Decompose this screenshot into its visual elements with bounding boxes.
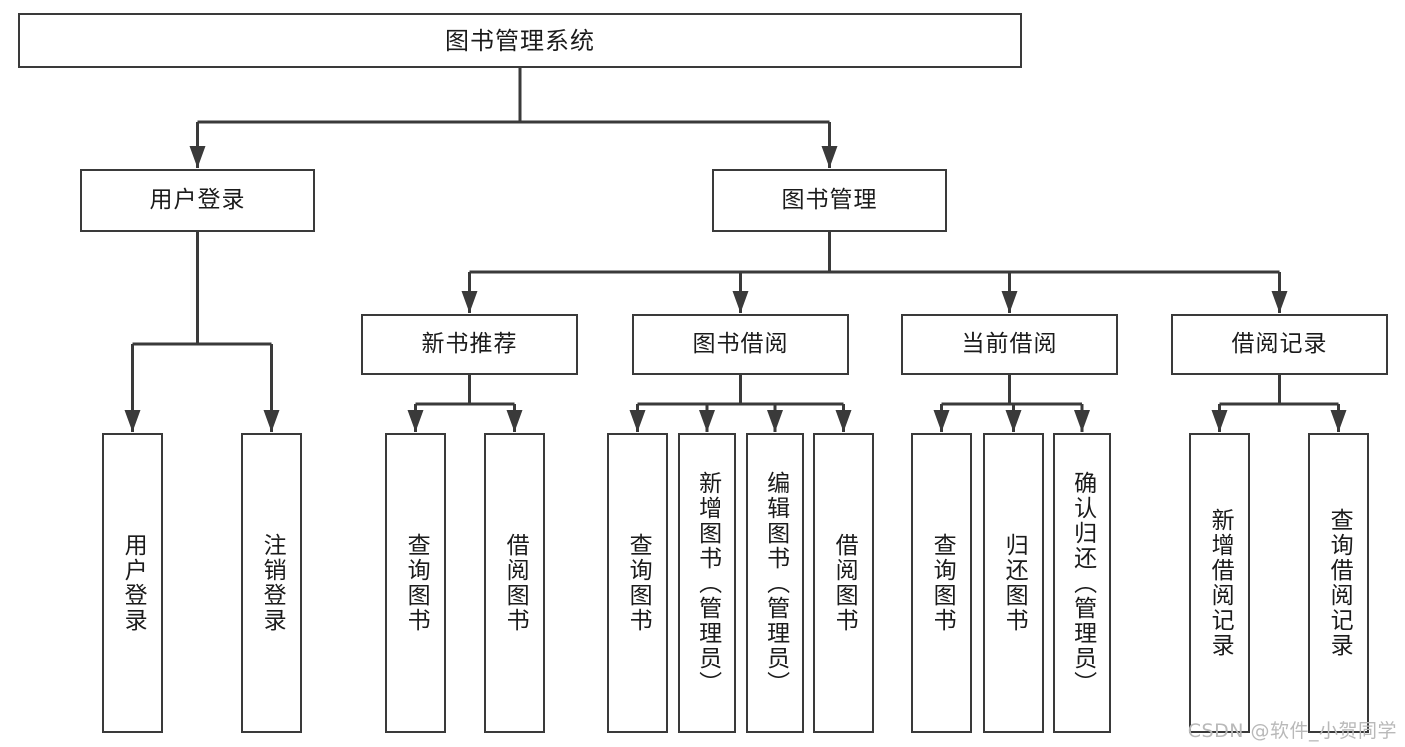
node-leaf-borrow-book-1[interactable]: 借阅图书: [484, 433, 545, 733]
node-leaf-query-book-3[interactable]: 查询图书: [911, 433, 972, 733]
node-label: 当前借阅: [961, 331, 1058, 357]
node-current-borrow[interactable]: 当前借阅: [901, 314, 1118, 375]
node-leaf-user-logout[interactable]: 注销登录: [241, 433, 302, 733]
node-leaf-add-record[interactable]: 新增借阅记录: [1189, 433, 1250, 733]
node-user-login[interactable]: 用户登录: [80, 169, 315, 232]
node-label: 编辑图书（管理员）: [762, 470, 789, 696]
node-label: 图书管理系统: [445, 26, 595, 55]
node-leaf-add-book[interactable]: 新增图书（管理员）: [678, 433, 736, 733]
node-label: 图书管理: [781, 187, 878, 213]
node-label: 借阅记录: [1231, 331, 1328, 357]
node-new-book-recommend[interactable]: 新书推荐: [361, 314, 578, 375]
node-leaf-edit-book[interactable]: 编辑图书（管理员）: [746, 433, 804, 733]
node-label: 新增借阅记录: [1207, 508, 1234, 658]
node-leaf-return-book[interactable]: 归还图书: [983, 433, 1044, 733]
node-label: 图书借阅: [692, 331, 789, 357]
node-leaf-query-book-1[interactable]: 查询图书: [385, 433, 446, 733]
node-label: 用户登录: [120, 533, 147, 633]
node-label: 注销登录: [259, 533, 286, 633]
node-label: 查询图书: [929, 533, 956, 633]
node-label: 借阅图书: [502, 533, 529, 633]
node-label: 归还图书: [1001, 533, 1028, 633]
node-label: 查询图书: [625, 533, 652, 633]
node-borrow-record[interactable]: 借阅记录: [1171, 314, 1388, 375]
node-leaf-query-record[interactable]: 查询借阅记录: [1308, 433, 1369, 733]
node-leaf-user-login[interactable]: 用户登录: [102, 433, 163, 733]
node-label: 确认归还（管理员）: [1069, 470, 1096, 696]
node-leaf-query-book-2[interactable]: 查询图书: [607, 433, 668, 733]
node-label: 查询借阅记录: [1326, 508, 1353, 658]
node-leaf-borrow-book-2[interactable]: 借阅图书: [813, 433, 874, 733]
node-leaf-confirm-return[interactable]: 确认归还（管理员）: [1053, 433, 1111, 733]
node-label: 查询图书: [403, 533, 430, 633]
node-book-borrow[interactable]: 图书借阅: [632, 314, 849, 375]
node-book-manage[interactable]: 图书管理: [712, 169, 947, 232]
node-label: 用户登录: [149, 187, 246, 213]
node-root[interactable]: 图书管理系统: [18, 13, 1022, 68]
node-label: 新书推荐: [421, 331, 518, 357]
node-label: 新增图书（管理员）: [694, 470, 721, 696]
node-label: 借阅图书: [831, 533, 858, 633]
watermark-label: CSDN @软件_小贺同学: [1187, 720, 1397, 742]
